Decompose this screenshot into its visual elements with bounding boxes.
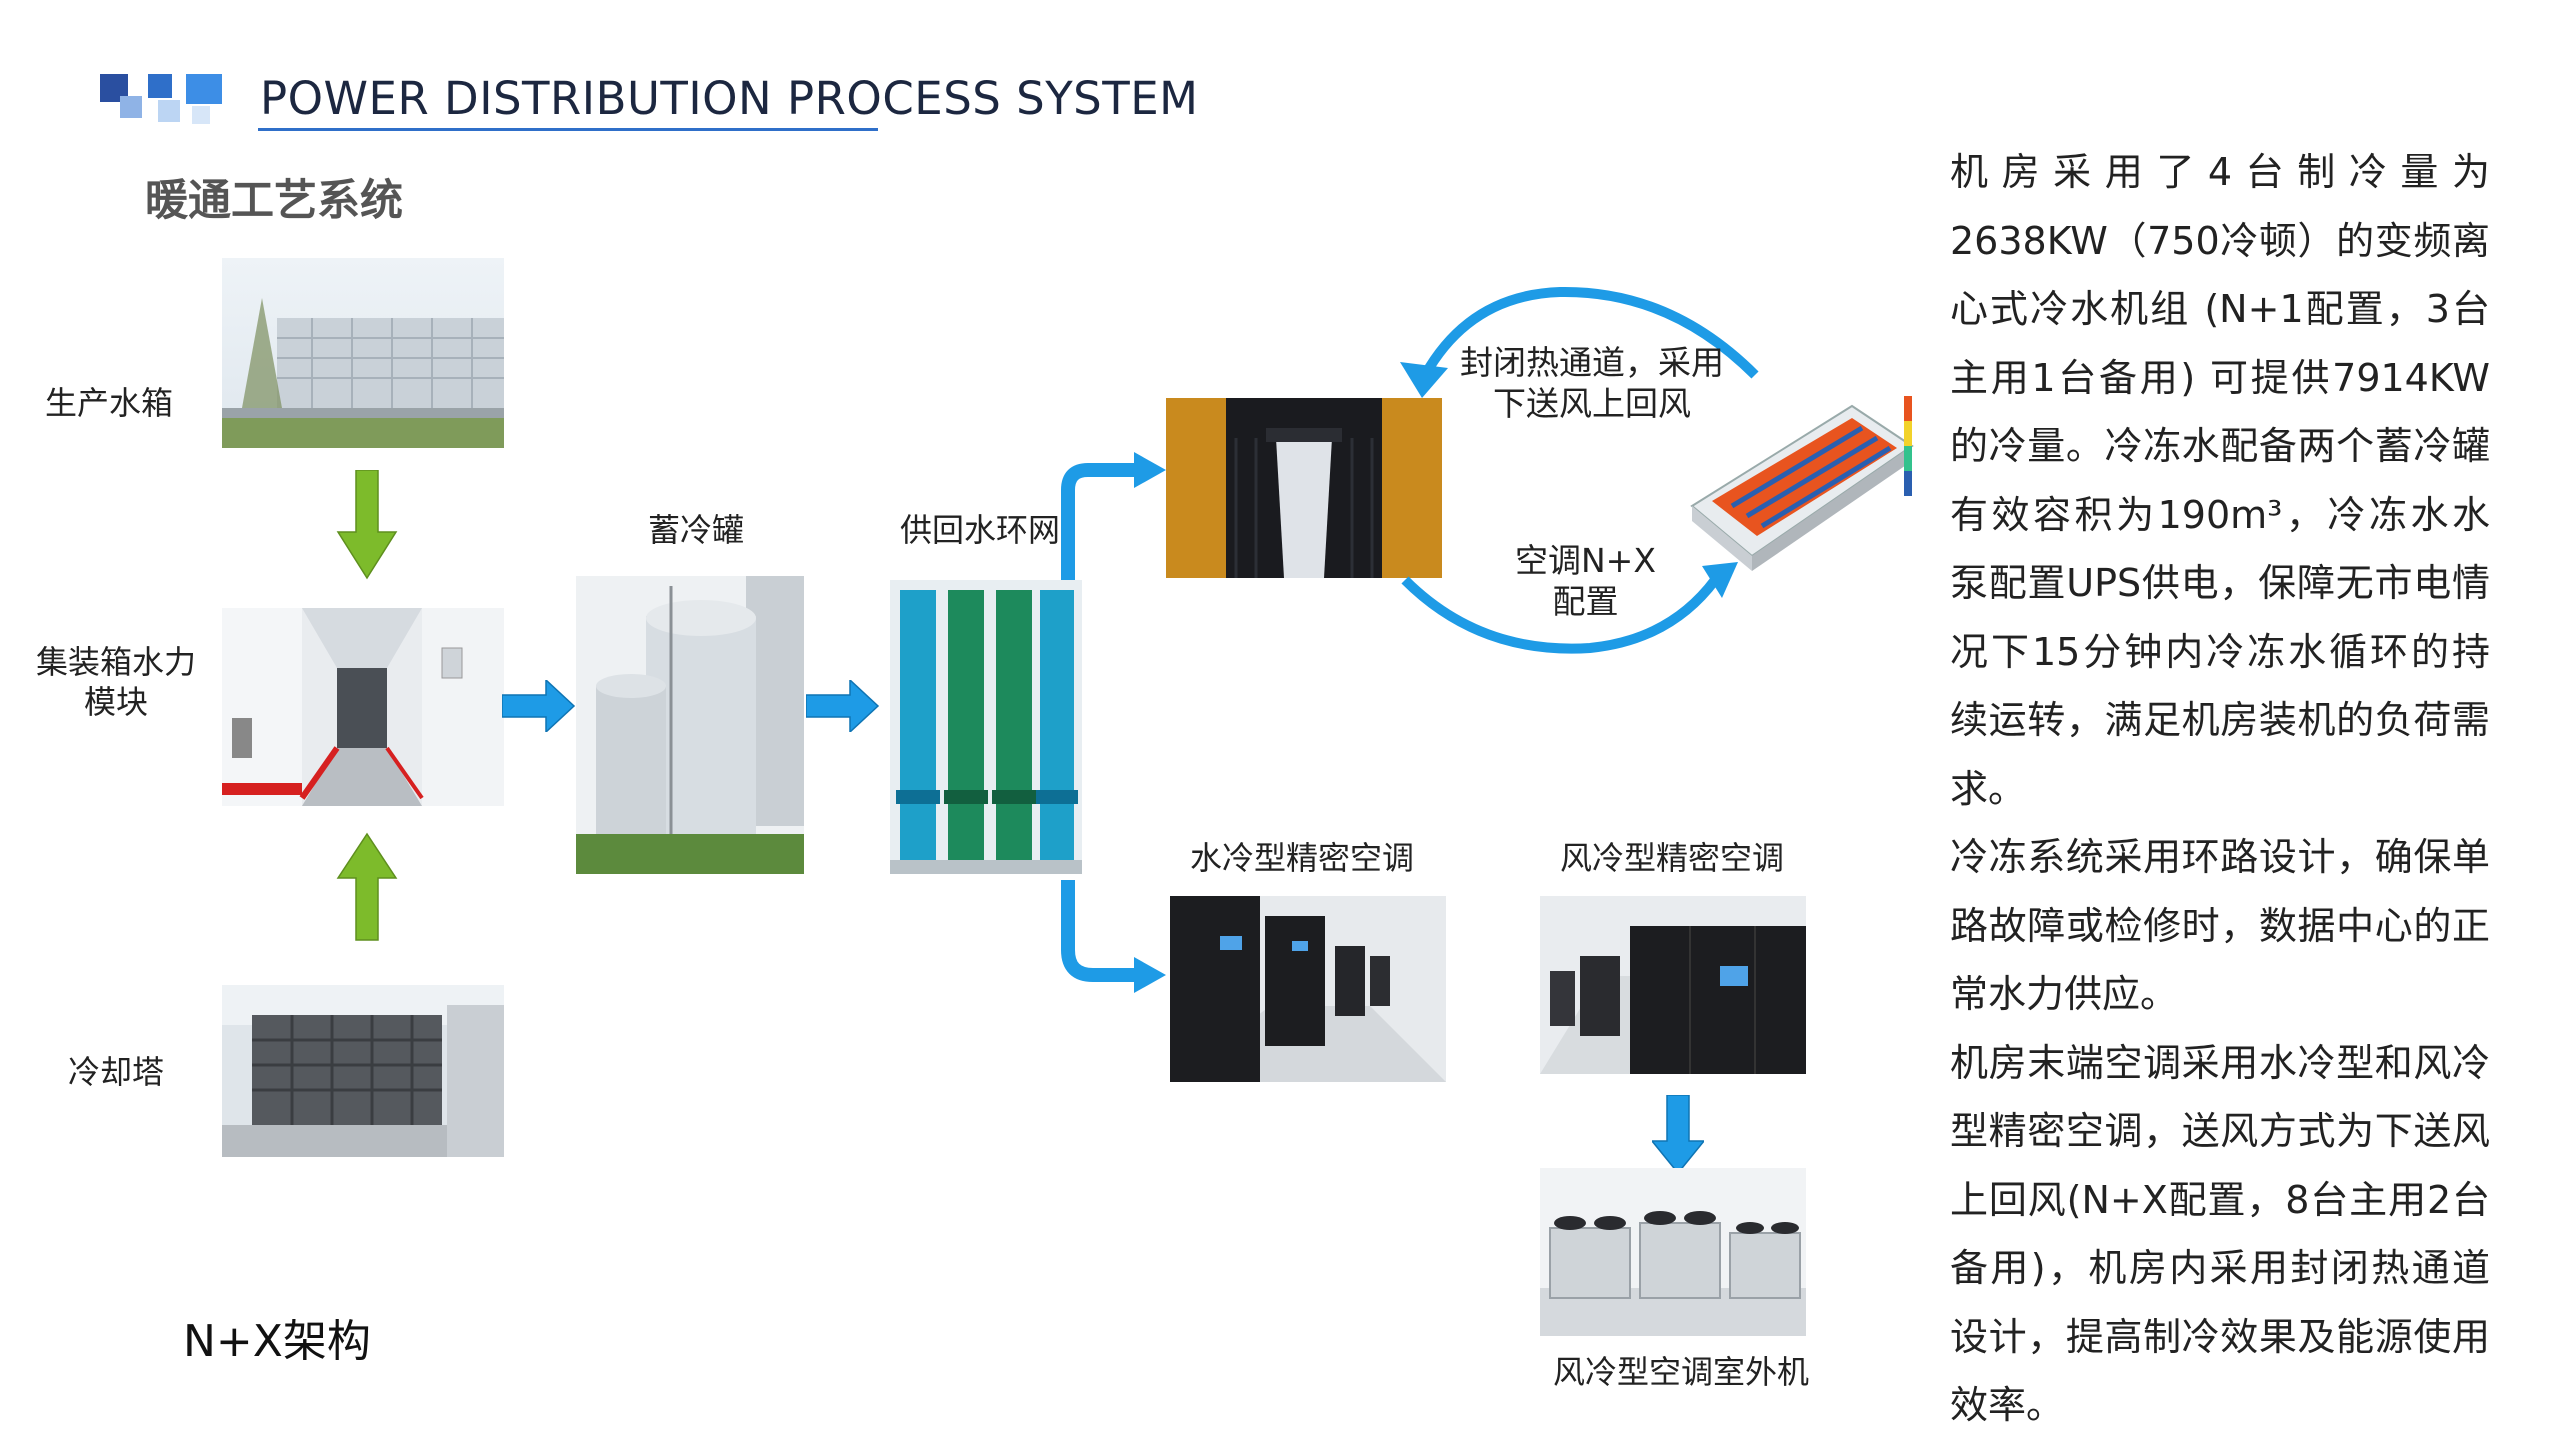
page-subtitle: 暖通工艺系统 (145, 176, 403, 226)
label-production-tank: 生产水箱 (45, 384, 174, 422)
label-container-hydraulic-line1: 集装箱水力 (36, 643, 197, 681)
label-container-hydraulic-line2: 模块 (84, 683, 149, 721)
label-supply-return-loop: 供回水环网 (900, 511, 1061, 549)
label-water-cooled-ac: 水冷型精密空调 (1190, 839, 1415, 877)
arrow-right-cyan-icon-2 (806, 680, 880, 732)
description-paragraph-3: 机房末端空调采用水冷型和风冷型精密空调，送风方式为下送风上回风(N+X配置，8台… (1950, 1040, 2490, 1428)
annotation-hot-aisle-line2: 下送风上回风 (1493, 384, 1691, 424)
photo-air-cooled-ac (1540, 896, 1806, 1074)
architecture-label: N+X架构 (183, 1316, 371, 1367)
photo-container-hydraulic-module (222, 608, 504, 806)
photo-supply-return-pipes (890, 580, 1082, 874)
photo-thermal-simulation-model (1672, 386, 1928, 586)
arrow-down-cyan-icon (1652, 1095, 1704, 1175)
label-container-hydraulic-module: 集装箱水力 模块 (36, 642, 196, 722)
photo-data-hall-aisle (1166, 398, 1442, 578)
description-paragraph-1: 机房采用了4台制冷量为2638KW（750冷顿）的变频离心式冷水机组 (N+1配… (1950, 150, 2490, 811)
photo-cooling-tower (222, 985, 504, 1157)
logo-icon (100, 74, 224, 130)
annotation-ac-nx-line2: 配置 (1552, 582, 1619, 622)
annotation-hot-aisle-line1: 封闭热通道，采用 (1460, 343, 1724, 382)
title-underline (258, 128, 878, 131)
page-title: POWER DISTRIBUTION PROCESS SYSTEM (260, 72, 1199, 125)
photo-storage-tank (576, 576, 804, 874)
description-paragraph-2: 冷冻系统采用环路设计，确保单路故障或检修时，数据中心的正常水力供应。 (1950, 835, 2490, 1016)
label-air-cooled-ac: 风冷型精密空调 (1560, 839, 1785, 877)
arrow-down-green-icon (336, 470, 398, 580)
photo-production-tank (222, 258, 504, 448)
label-cooling-tower: 冷却塔 (68, 1053, 165, 1091)
label-storage-tank: 蓄冷罐 (648, 511, 745, 549)
photo-water-cooled-ac (1170, 896, 1446, 1082)
annotation-ac-nx-line1: 空调N+X (1515, 541, 1656, 580)
description-text: 机房采用了4台制冷量为2638KW（750冷顿）的变频离心式冷水机组 (N+1配… (1950, 138, 2490, 1440)
loop-branch-arrows-icon (1061, 452, 1166, 993)
airflow-cycle-arrows-icon (1400, 286, 1759, 654)
arrow-right-cyan-icon (502, 680, 576, 732)
label-air-cooled-outdoor: 风冷型空调室外机 (1553, 1353, 1810, 1391)
photo-air-cooled-outdoor-units (1540, 1168, 1806, 1336)
arrow-up-green-icon (336, 832, 398, 941)
annotation-ac-nx: 空调N+X 配置 (1515, 540, 1656, 623)
annotation-hot-aisle: 封闭热通道，采用 下送风上回风 (1460, 342, 1724, 425)
